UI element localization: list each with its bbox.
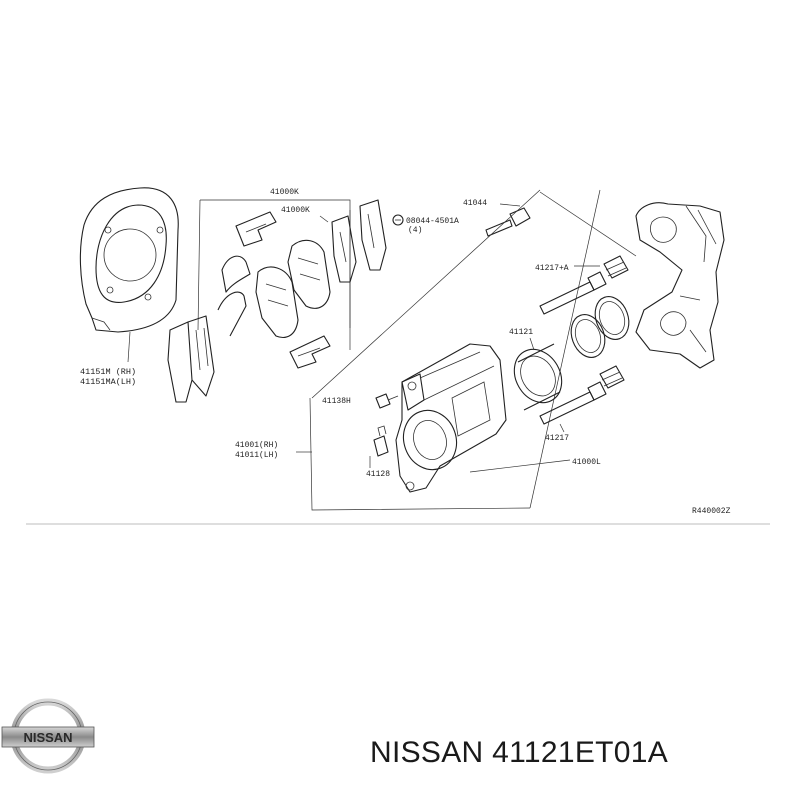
label-bleeder: 41128 [366,470,390,479]
pad-shim-inner [331,199,387,283]
bolt-08044 [392,214,404,226]
label-pad-kit: 41000K [281,206,310,215]
label-ref-code: R440002Z [692,507,731,516]
brake-pad-outer [287,239,331,309]
bleeder-bolt [375,393,399,409]
brake-pad-inner [255,266,299,338]
label-bolt-qty: (4) [408,226,422,235]
piston-seal [570,296,630,358]
label-caliper-assy: 41000L [572,458,601,467]
label-bleeder-bolt: 41138H [322,397,351,406]
label-bolt-ref: 08044-4501A [406,217,459,226]
guide-pin-bottom [539,381,607,425]
bleeder-screw [369,425,389,468]
anti-rattle-spring [217,255,251,337]
caliper-body [395,343,507,493]
label-shield-rh: 41151M (RH) [80,367,136,377]
nissan-logo-text: NISSAN [23,730,72,745]
mounting-bolt-41044 [485,207,531,237]
label-shield-lh: 41151MA(LH) [80,377,136,387]
pad-retainer-clip-bottom [289,335,331,369]
caliper-piston [513,343,563,411]
label-pin-top: 41217+A [535,264,569,273]
caliper-bracket [635,202,725,369]
label-caliper-lh: 41011(LH) [235,451,278,460]
nissan-logo: NISSAN [1,698,95,774]
label-bolt-41044: 41044 [463,199,487,208]
guide-pin-top [539,271,607,315]
label-pin-bottom: 41217 [545,434,569,443]
guide-pin-boot-top [603,255,629,279]
guide-pin-boot-bottom [599,365,625,389]
pad-retainer-clip-top [235,211,277,247]
part-number-title: NISSAN 41121ET01A [370,736,669,769]
label-caliper-rh: 41001(RH) [235,441,278,450]
label-piston: 41121 [509,328,533,337]
pad-shim-outer [167,315,215,403]
dust-shield [79,187,179,333]
label-top-partial: 41000K [270,188,299,197]
